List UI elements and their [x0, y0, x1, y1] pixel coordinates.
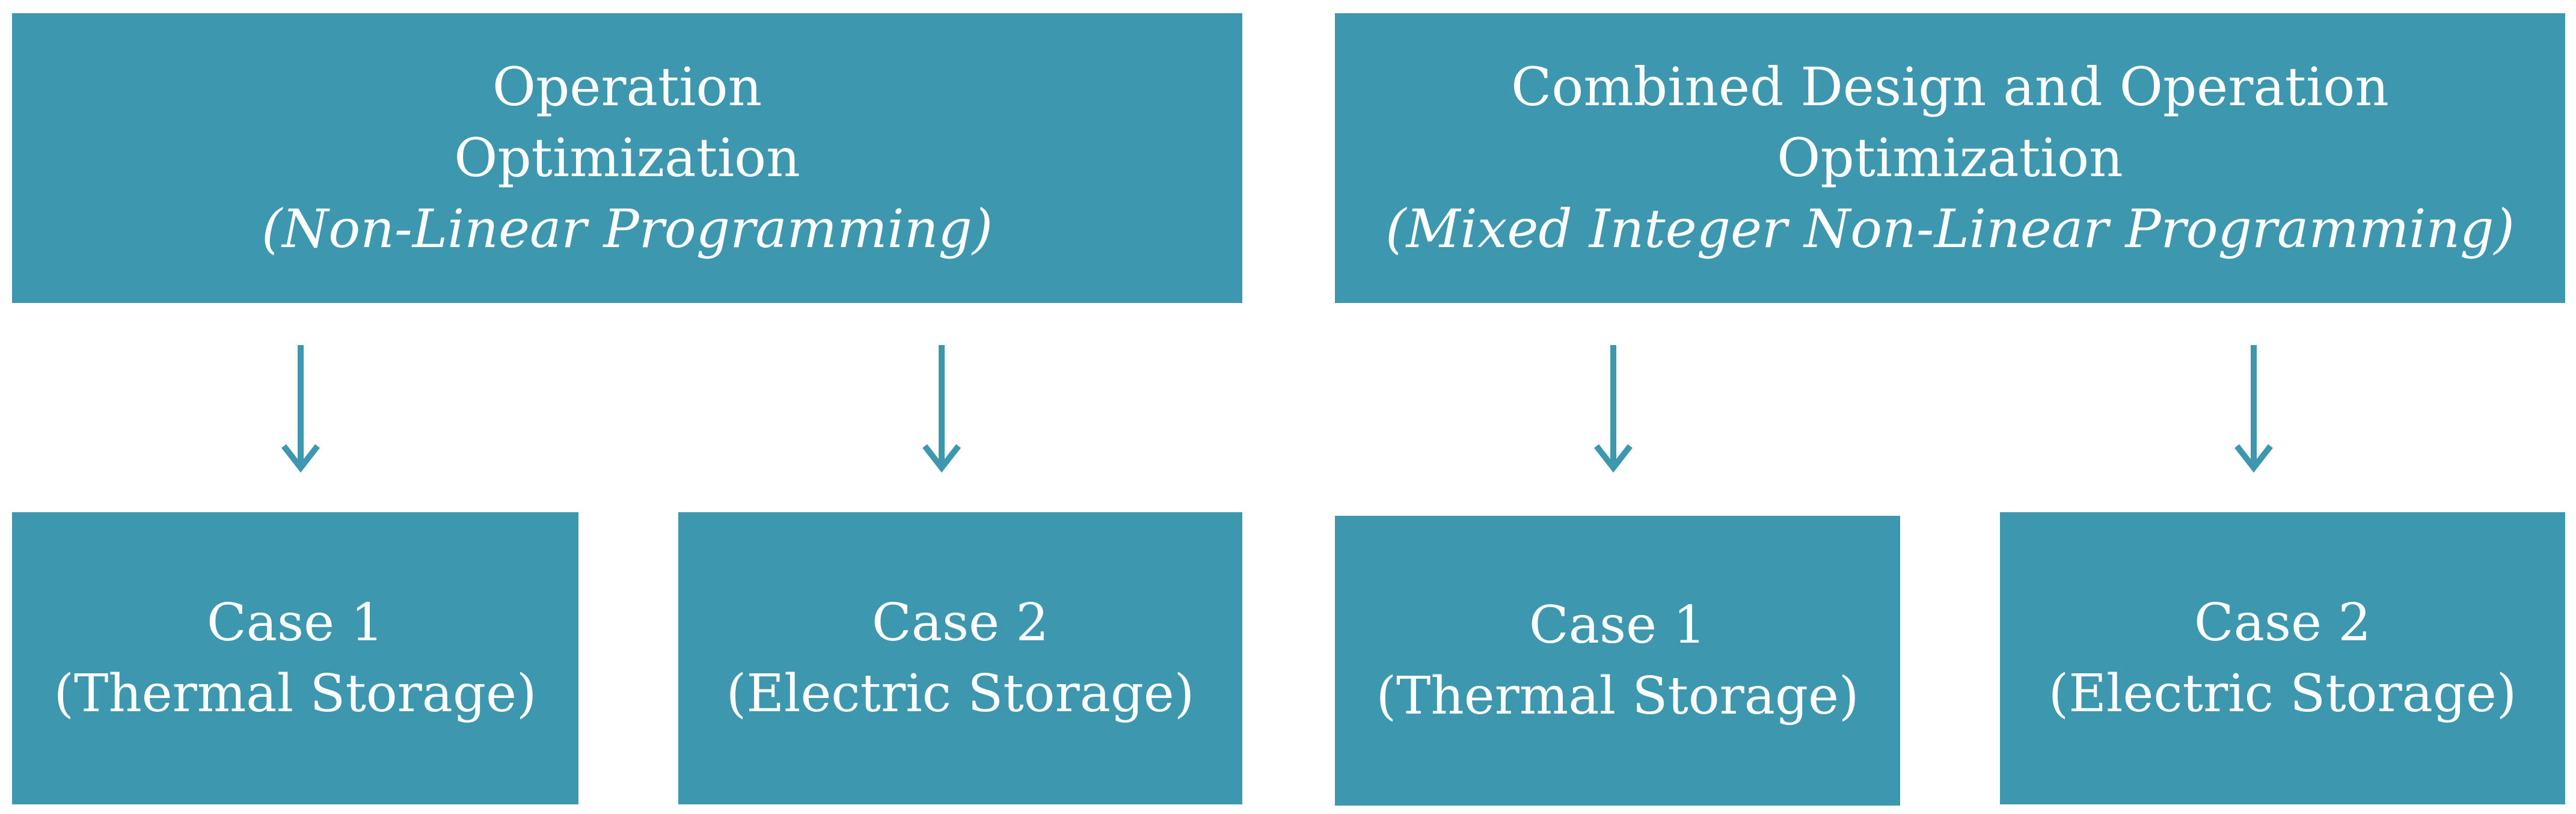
header-title-line-1: Operation	[492, 56, 762, 118]
case-subtitle: (Thermal Storage)	[1376, 666, 1859, 726]
combined-case-2-box: Case 2 (Electric Storage)	[2000, 512, 2565, 804]
combined-design-operation-optimization-box: Combined Design and Operation Optimizati…	[1335, 13, 2565, 303]
arrow-op-case1	[281, 345, 320, 473]
case-subtitle: (Electric Storage)	[726, 664, 1195, 724]
header-title-line-2: Optimization	[1777, 127, 2123, 189]
arrow-op-case2	[922, 345, 961, 473]
arrow-combined-case1	[1594, 345, 1633, 473]
combined-case-1-box: Case 1 (Thermal Storage)	[1335, 516, 1900, 806]
arrow-combined-case2	[2234, 345, 2273, 473]
op-case-1-box: Case 1 (Thermal Storage)	[12, 512, 578, 804]
header-title-line-1: Combined Design and Operation	[1511, 56, 2389, 118]
operation-optimization-box: Operation Optimization (Non-Linear Progr…	[12, 13, 1242, 303]
header-subtitle: (Non-Linear Programming)	[261, 198, 993, 260]
header-title-line-2: Optimization	[454, 127, 800, 189]
case-subtitle: (Electric Storage)	[2048, 664, 2517, 724]
case-title: Case 1	[206, 593, 384, 653]
case-title: Case 2	[2194, 593, 2372, 653]
case-subtitle: (Thermal Storage)	[54, 664, 537, 724]
header-subtitle: (Mixed Integer Non-Linear Programming)	[1385, 198, 2515, 260]
case-title: Case 2	[871, 593, 1049, 653]
op-case-2-box: Case 2 (Electric Storage)	[678, 512, 1242, 804]
case-title: Case 1	[1529, 595, 1707, 655]
